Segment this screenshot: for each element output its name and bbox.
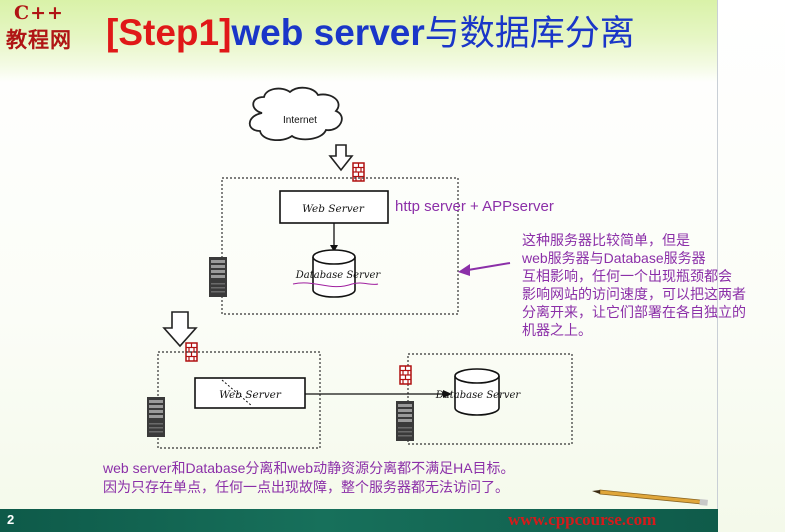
web-server-label: Web Server xyxy=(302,203,365,215)
server-boundary xyxy=(221,177,459,315)
database-server-label: Database Server xyxy=(295,270,382,281)
firewall-icon xyxy=(399,365,412,385)
database-server-boundary xyxy=(407,353,573,445)
web-server-label-2: Web Server xyxy=(219,389,282,401)
database-server-label-2: Database Server xyxy=(435,390,522,401)
title-band xyxy=(0,0,718,82)
server-tower-icon xyxy=(209,257,227,297)
note-line: 这种服务器比较简单，但是 xyxy=(522,232,690,248)
side-note: 这种服务器比较简单，但是 web服务器与Database服务器互相影响，任何一个出… xyxy=(522,231,746,339)
title-suffix: 与数据库分离 xyxy=(424,14,635,54)
bottom-note-line: web server和Database分离和web动静资源分离都不满足HA目标。 xyxy=(103,460,515,476)
bottom-note: web server和Database分离和web动静资源分离都不满足HA目标。… xyxy=(103,459,515,497)
pencil-icon xyxy=(592,489,708,506)
note-line: 互相影响，任何一个出现瓶颈都会 xyxy=(522,268,732,284)
internet-cloud xyxy=(248,86,343,142)
arrow-down-icon xyxy=(162,311,198,348)
http-server-label: http server + APPserver xyxy=(395,198,554,215)
page-number: 2 xyxy=(7,512,15,527)
slide-edge-rule xyxy=(717,0,718,532)
internet-label: Internet xyxy=(283,115,317,126)
arrow-down-icon xyxy=(328,144,354,172)
title-main: web server xyxy=(231,12,425,53)
footer-bar: 2 www.cppcourse.com xyxy=(0,509,718,532)
note-line: 分离开来，让它们部署在各自独立的 xyxy=(522,304,746,320)
title-step: [Step1] xyxy=(106,12,232,53)
database-icon xyxy=(312,249,356,298)
note-line: web服务器与Database服务器 xyxy=(522,250,706,266)
logo-cpp: C++ xyxy=(14,2,64,24)
bottom-note-line: 因为只存在单点，任何一点出现故障，整个服务器都无法访问了。 xyxy=(103,479,509,495)
server-tower-icon xyxy=(396,401,414,441)
site-url: www.cppcourse.com xyxy=(508,510,657,529)
web-server-box-2 xyxy=(194,377,306,409)
slide-title: [Step1]web server与数据库分离 xyxy=(106,8,635,59)
note-line: 影响网站的访问速度，可以把这两者 xyxy=(522,286,746,302)
logo-site-name: 教程网 xyxy=(6,27,72,52)
note-line: 机器之上。 xyxy=(522,322,592,338)
server-tower-icon xyxy=(147,397,165,437)
database-icon xyxy=(454,368,500,416)
web-server-box xyxy=(279,190,389,224)
